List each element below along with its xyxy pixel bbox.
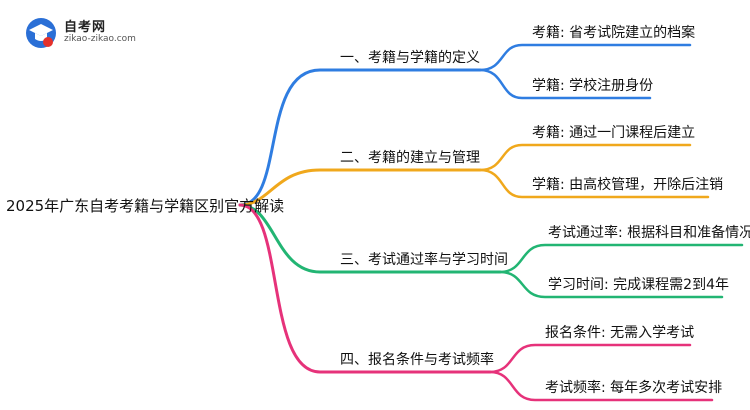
logo-domain: zikao-zikao.com xyxy=(64,34,136,44)
connector-root-branch-2 xyxy=(238,168,482,207)
connector-branch-4-leaf-2 xyxy=(488,370,714,402)
branch-1-leaf-1: 考籍: 省考试院建立的档案 xyxy=(532,25,696,41)
branch-3-leaf-1: 考试通过率: 根据科目和准备情况 xyxy=(548,225,750,241)
connector-branch-1-leaf-2 xyxy=(478,68,652,100)
connector-branch-1-leaf-1 xyxy=(478,43,692,72)
branch-1-label: 一、考籍与学籍的定义 xyxy=(340,50,480,66)
connector-root-branch-1 xyxy=(238,68,482,207)
branch-4-leaf-2: 考试频率: 每年多次考试安排 xyxy=(545,380,723,396)
branch-2-leaf-2: 学籍: 由高校管理，开除后注销 xyxy=(532,177,724,193)
branch-3-label: 三、考试通过率与学习时间 xyxy=(340,252,508,268)
connector-branch-4-leaf-1 xyxy=(488,343,692,374)
logo-name: 自考网 xyxy=(64,20,107,35)
branch-3-leaf-2: 学习时间: 完成课程需2到4年 xyxy=(548,277,729,293)
connector-root-branch-4 xyxy=(238,203,492,374)
branch-2-label: 二、考籍的建立与管理 xyxy=(340,150,480,166)
branch-1-leaf-2: 学籍: 学校注册身份 xyxy=(532,78,654,94)
connector-branch-2-leaf-2 xyxy=(478,168,710,199)
connector-branch-2-leaf-1 xyxy=(478,143,692,172)
branch-4-leaf-1: 报名条件: 无需入学考试 xyxy=(545,325,695,341)
connector-branch-3-leaf-1 xyxy=(498,243,744,274)
graduation-cap-icon xyxy=(26,18,56,48)
connector-branch-3-leaf-2 xyxy=(498,270,724,299)
branch-2-leaf-1: 考籍: 通过一门课程后建立 xyxy=(532,125,696,141)
site-logo[interactable]: 自考网 zikao-zikao.com xyxy=(24,14,154,54)
branch-4-label: 四、报名条件与考试频率 xyxy=(340,352,494,368)
root-node: 2025年广东自考考籍与学籍区别官方解读 xyxy=(6,197,285,215)
